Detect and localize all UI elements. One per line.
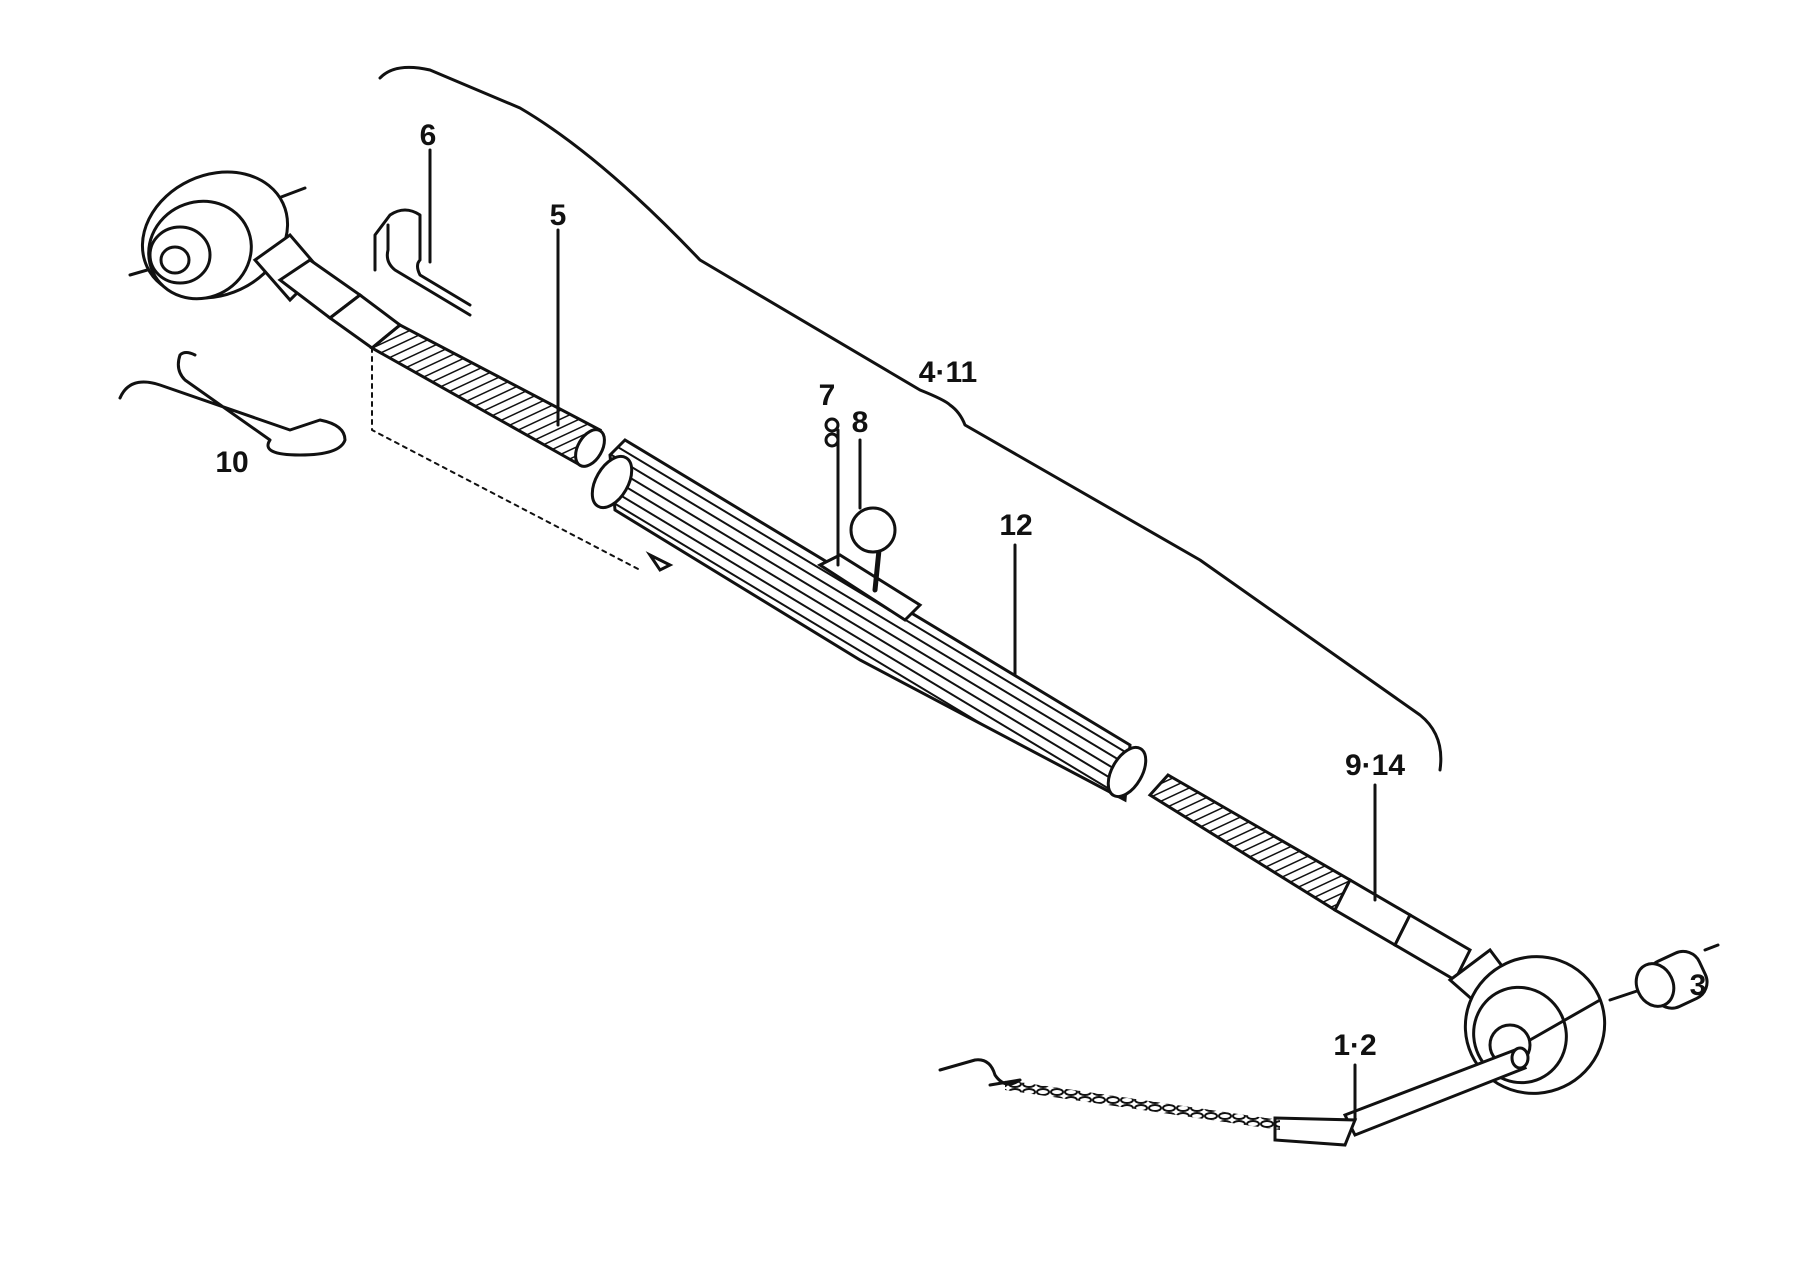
center-barrel xyxy=(590,438,1148,803)
label-12: 12 xyxy=(999,509,1032,542)
label-7: 7 xyxy=(819,379,836,412)
right-threaded-rod xyxy=(1147,773,1472,983)
label-10: 10 xyxy=(215,446,248,479)
lock-knob xyxy=(849,506,897,593)
linch-pin xyxy=(118,351,347,457)
dotted-guide xyxy=(371,347,641,571)
bush-part xyxy=(1608,943,1720,1010)
left-ball-joint xyxy=(128,170,323,303)
label-1-2: 1·2 xyxy=(1333,1029,1376,1062)
label-8: 8 xyxy=(852,406,869,439)
leader-lines xyxy=(428,148,1377,1122)
assembly-bracket xyxy=(378,65,1443,772)
spring-clip xyxy=(373,208,472,317)
label-3: 3 xyxy=(1690,969,1707,1002)
label-4-11: 4·11 xyxy=(919,356,977,389)
label-6: 6 xyxy=(420,119,437,152)
label-5: 5 xyxy=(550,199,567,232)
left-threaded-rod xyxy=(277,258,606,468)
grease-nipple xyxy=(824,417,840,567)
label-9-14: 9·14 xyxy=(1345,749,1405,782)
pin-with-chain xyxy=(938,1046,1530,1147)
